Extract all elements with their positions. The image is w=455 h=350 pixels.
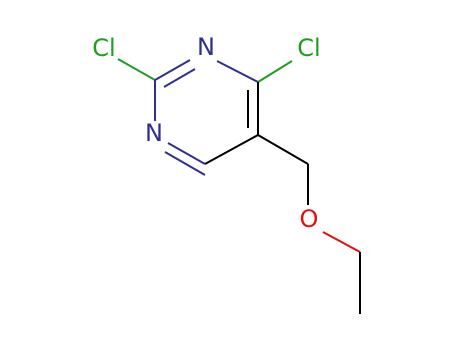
bond-c2-cl (117, 58, 156, 81)
chlorine-right-label: Cl (297, 34, 320, 62)
bond-c2-n1-b (163, 68, 196, 88)
bond-n1-c6 (216, 60, 259, 83)
bond-o-ethyl (322, 231, 361, 253)
bond-group (117, 58, 361, 314)
oxygen-label: O (300, 205, 319, 233)
chlorine-left-label: Cl (92, 34, 115, 62)
atom-label-group: Cl N Cl N O (92, 33, 320, 233)
bond-n3-c4-b (164, 151, 206, 176)
bond-c2-n1-a (154, 59, 191, 81)
nitrogen-left-label: N (145, 119, 163, 147)
nitrogen-top-label: N (197, 33, 215, 61)
bond-c4-c5 (204, 134, 259, 165)
bond-c6-cl (257, 60, 293, 83)
bond-n3-c4-a (167, 142, 206, 165)
bond-c5-ch2 (257, 134, 309, 165)
